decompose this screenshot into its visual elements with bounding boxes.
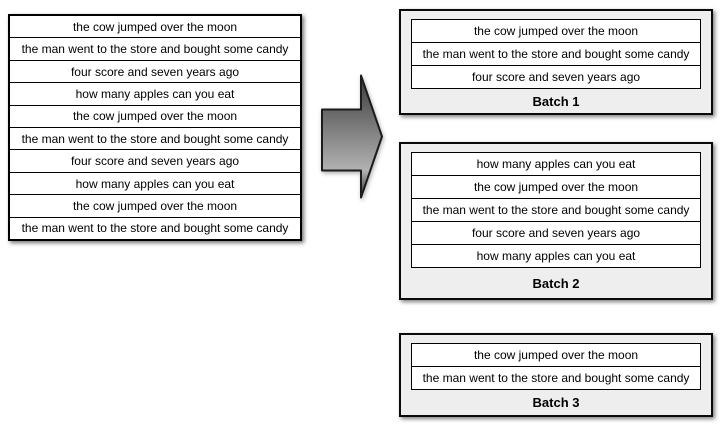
table-row: the man went to the store and bought som… — [412, 198, 700, 221]
table-row: how many apples can you eat — [10, 82, 300, 104]
table-row: the cow jumped over the moon — [10, 194, 300, 216]
table-row: how many apples can you eat — [412, 244, 700, 267]
batch-2-label: Batch 2 — [532, 275, 580, 291]
table-row: four score and seven years ago — [412, 221, 700, 244]
table-row: how many apples can you eat — [10, 171, 300, 194]
batch-3-label: Batch 3 — [532, 395, 580, 410]
batch-2-table: how many apples can you eat the cow jump… — [411, 152, 701, 268]
table-row: how many apples can you eat — [476, 157, 636, 171]
batch-3-table: the cow jumped over the moon the man wen… — [411, 343, 701, 390]
batch-1-table: the cow jumped over the moon the man wen… — [411, 19, 701, 89]
table-row: the man went to the store and bought som… — [412, 42, 700, 65]
table-row: four score and seven years ago — [412, 65, 700, 88]
table-row: the cow jumped over the moon — [473, 24, 639, 38]
table-row: the man went to the store and bought som… — [10, 216, 300, 239]
table-row: the man went to the store and bought som… — [412, 366, 700, 389]
table-row: the cow jumped over the moon — [412, 175, 700, 198]
table-row: the man went to the store and bought som… — [10, 37, 300, 59]
batch-box-2: how many apples can you eat the cow jump… — [399, 142, 713, 300]
table-row: the cow jumped over the moon — [473, 348, 639, 362]
batch-box-1: the cow jumped over the moon the man wen… — [399, 9, 713, 115]
table-row: the cow jumped over the moon — [72, 19, 238, 34]
right-arrow-icon — [321, 74, 383, 199]
batch-1-label: Batch 1 — [532, 93, 580, 109]
table-row: the cow jumped over the moon — [10, 104, 300, 127]
table-row: four score and seven years ago — [10, 149, 300, 171]
batch-box-3: the cow jumped over the moon the man wen… — [399, 333, 713, 417]
source-table: the cow jumped over the moon the man wen… — [8, 14, 302, 241]
table-row: the man went to the store and bought som… — [10, 127, 300, 149]
table-row: four score and seven years ago — [10, 59, 300, 82]
